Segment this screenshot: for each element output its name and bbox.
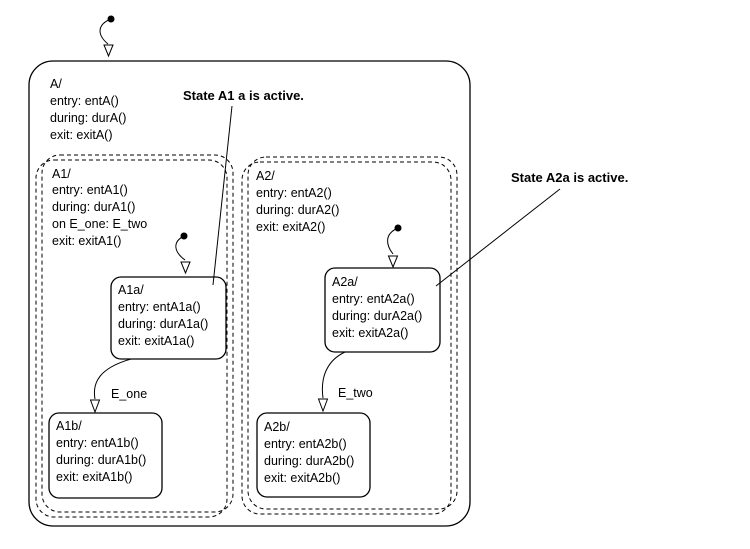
transition-e-two[interactable]: E_two bbox=[317, 351, 373, 413]
state-a2b-name: A2b/ bbox=[264, 420, 290, 434]
state-a1-exit: exit: exitA1() bbox=[52, 234, 121, 248]
annotation-a1a-active: State A1 a is active. bbox=[183, 88, 304, 286]
state-a1a[interactable]: A1a/ entry: entA1a() during: durA1a() ex… bbox=[110, 276, 227, 360]
state-a2-during: during: durA2() bbox=[256, 203, 339, 217]
state-a1b-during: during: durA1b() bbox=[56, 453, 146, 467]
state-a[interactable]: A/ entry: entA() during: durA() exit: ex… bbox=[28, 60, 471, 527]
state-a2a-name: A2a/ bbox=[332, 275, 358, 289]
state-a1-on-event: on E_one: E_two bbox=[52, 217, 147, 231]
default-transition-a2a bbox=[387, 224, 402, 269]
state-a-during: during: durA() bbox=[50, 111, 126, 125]
state-a1[interactable]: A1/ entry: entA1() during: durA1() on E_… bbox=[35, 154, 234, 518]
state-a2[interactable]: A2/ entry: entA2() during: durA2() exit:… bbox=[241, 156, 458, 515]
state-a2-name: A2/ bbox=[256, 169, 275, 183]
state-a-name: A/ bbox=[50, 77, 62, 91]
state-a1b-entry: entry: entA1b() bbox=[56, 436, 139, 450]
state-a1b[interactable]: A1b/ entry: entA1b() during: durA1b() ex… bbox=[48, 412, 163, 499]
arrowhead-icon bbox=[180, 261, 191, 275]
state-a2b[interactable]: A2b/ entry: entA2b() during: durA2b() ex… bbox=[256, 412, 371, 498]
state-a1-entry: entry: entA1() bbox=[52, 183, 128, 197]
annotation-a2a-active: State A2a is active. bbox=[435, 170, 628, 287]
arrowhead-icon bbox=[103, 44, 114, 58]
annotation-a1a-active-text: State A1 a is active. bbox=[183, 88, 304, 103]
state-a1-during: during: durA1() bbox=[52, 200, 135, 214]
state-a2a[interactable]: A2a/ entry: entA2a() during: durA2a() ex… bbox=[324, 267, 441, 353]
transition-e-one-label: E_one bbox=[111, 387, 147, 401]
annotation-a2a-active-text: State A2a is active. bbox=[511, 170, 628, 185]
state-a2b-during: during: durA2b() bbox=[264, 454, 354, 468]
transition-e-two-label: E_two bbox=[338, 386, 373, 400]
state-a-entry: entry: entA() bbox=[50, 94, 119, 108]
annotation-a2a-leader bbox=[435, 188, 561, 287]
state-a-exit: exit: exitA() bbox=[50, 128, 113, 142]
state-a2a-exit: exit: exitA2a() bbox=[332, 326, 408, 340]
state-a2a-during: during: durA2a() bbox=[332, 309, 422, 323]
state-a1a-entry: entry: entA1a() bbox=[118, 300, 201, 314]
state-a1a-during: during: durA1a() bbox=[118, 317, 208, 331]
state-a1a-exit: exit: exitA1a() bbox=[118, 334, 194, 348]
state-a2a-entry: entry: entA2a() bbox=[332, 292, 415, 306]
state-a1-name: A1/ bbox=[52, 167, 71, 181]
arrowhead-icon bbox=[317, 398, 329, 413]
transition-e-one[interactable]: E_one bbox=[89, 358, 148, 414]
arrowhead-icon bbox=[387, 255, 399, 269]
state-a2-exit: exit: exitA2() bbox=[256, 220, 325, 234]
state-a1a-name: A1a/ bbox=[118, 283, 144, 297]
default-transition-a1a bbox=[175, 232, 191, 275]
default-transition-a bbox=[99, 15, 115, 58]
state-a2-entry: entry: entA2() bbox=[256, 186, 332, 200]
state-a2b-entry: entry: entA2b() bbox=[264, 437, 347, 451]
arrowhead-icon bbox=[89, 399, 101, 414]
state-a1b-exit: exit: exitA1b() bbox=[56, 470, 132, 484]
state-a2b-exit: exit: exitA2b() bbox=[264, 471, 340, 485]
state-a1b-name: A1b/ bbox=[56, 419, 82, 433]
annotation-a1a-leader bbox=[212, 105, 233, 286]
